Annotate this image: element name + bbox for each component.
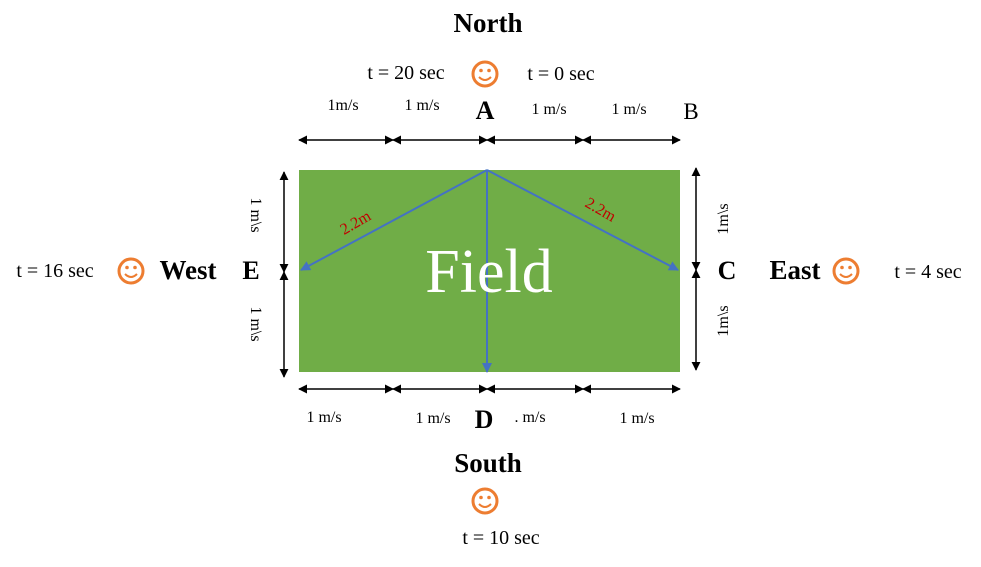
- smiley-face-icon: [117, 257, 145, 285]
- speed-right-2: 1m\s: [715, 305, 732, 336]
- speed-bottom-3: . m/s: [514, 409, 545, 426]
- point-c-label: C: [718, 256, 737, 285]
- speed-left-2: 1 m\s: [247, 306, 264, 341]
- time-west: t = 16 sec: [16, 260, 93, 282]
- point-e-label: E: [242, 256, 259, 285]
- smiley-face-icon: [471, 60, 499, 88]
- field-label: Field: [425, 238, 552, 306]
- point-b-label: B: [683, 99, 698, 124]
- speed-top-4: 1 m/s: [611, 101, 646, 118]
- speed-bottom-4: 1 m/s: [619, 410, 654, 427]
- east-label: East: [769, 255, 820, 285]
- time-north-right: t = 0 sec: [527, 63, 594, 85]
- time-south: t = 10 sec: [462, 527, 539, 549]
- point-a-label: A: [476, 96, 495, 125]
- speed-bottom-1: 1 m/s: [306, 409, 341, 426]
- speed-bottom-2: 1 m/s: [415, 410, 450, 427]
- time-north-left: t = 20 sec: [367, 62, 444, 84]
- point-d-label: D: [475, 405, 494, 434]
- south-label: South: [454, 448, 522, 478]
- speed-right-1: 1m\s: [715, 203, 732, 234]
- speed-top-1: 1m/s: [327, 97, 358, 114]
- path-lines: [300, 169, 679, 373]
- north-label: North: [454, 8, 523, 38]
- path-a-to-e: [300, 169, 488, 271]
- smiley-face-icon: [832, 257, 860, 285]
- speed-top-2: 1 m/s: [404, 97, 439, 114]
- smiley-face-icon: [471, 487, 499, 515]
- time-east: t = 4 sec: [894, 261, 961, 283]
- speed-top-3: 1 m/s: [531, 101, 566, 118]
- path-a-to-c: [486, 169, 679, 271]
- speed-left-1: 1 m\s: [247, 197, 264, 232]
- west-label: West: [160, 255, 217, 285]
- field-rectangle: [299, 170, 680, 372]
